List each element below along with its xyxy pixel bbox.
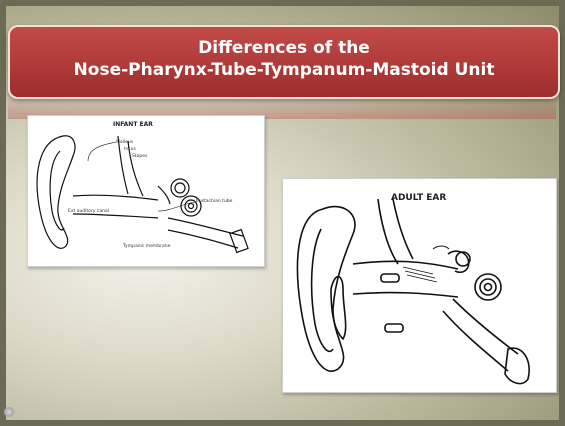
infant-ear-image: INFANT EAR Malleus Incus Stapes Ext audi…: [27, 115, 265, 267]
adult-ear-drawing: [283, 179, 556, 392]
adult-ear-image: ADULT EAR: [282, 178, 557, 393]
infant-ear-drawing: [28, 116, 264, 266]
slide-title-line-2: Nose-Pharynx-Tube-Tympanum-Mastoid Unit: [10, 59, 558, 81]
slide-title-line-1: Differences of the: [10, 37, 558, 59]
slide-title-box: Differences of the Nose-Pharynx-Tube-Tym…: [8, 25, 560, 99]
slide-corner-ornament: [4, 407, 14, 417]
